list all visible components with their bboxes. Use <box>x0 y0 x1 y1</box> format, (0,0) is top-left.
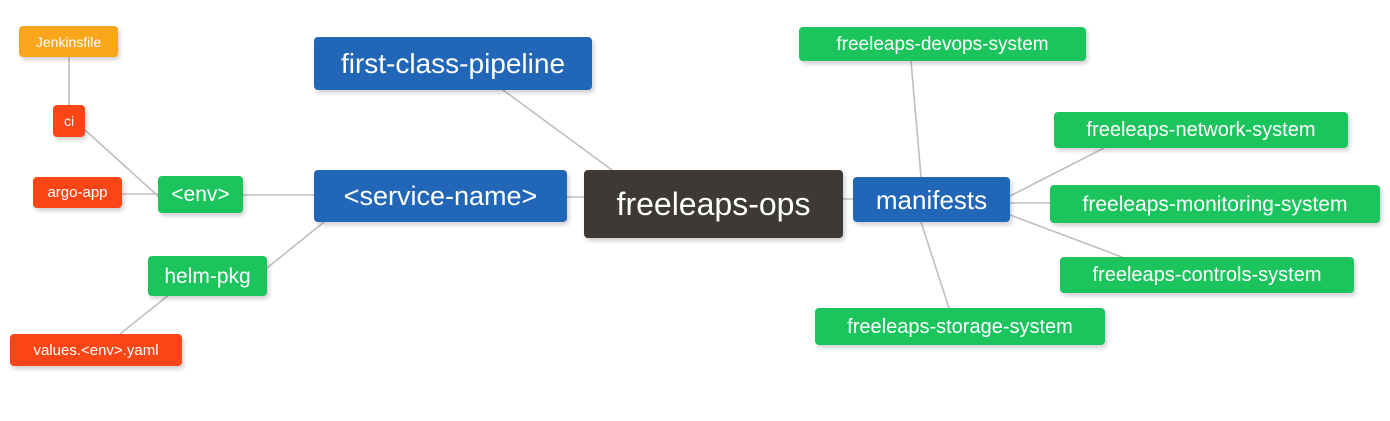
node-env[interactable]: <env> <box>158 176 243 213</box>
node-argo-app[interactable]: argo-app <box>33 177 122 208</box>
node-label: helm-pkg <box>164 264 251 288</box>
node-first-class-pipeline[interactable]: first-class-pipeline <box>314 37 592 90</box>
edge-first-class-pipeline-to-freeleaps-ops <box>502 89 613 171</box>
node-label: freeleaps-devops-system <box>836 33 1049 55</box>
node-ci[interactable]: ci <box>53 105 85 137</box>
node-label: freeleaps-network-system <box>1086 119 1316 141</box>
node-freeleaps-controls-system[interactable]: freeleaps-controls-system <box>1060 257 1354 293</box>
edge-manifests-to-freeleaps-devops-system <box>910 60 922 178</box>
node-label: ci <box>63 113 75 129</box>
node-label: Jenkinsfile <box>35 33 102 50</box>
node-label: first-class-pipeline <box>340 47 566 79</box>
node-freeleaps-devops-system[interactable]: freeleaps-devops-system <box>799 27 1086 61</box>
node-label: freeleaps-controls-system <box>1092 264 1322 286</box>
node-label: argo-app <box>47 184 108 201</box>
node-label: freeleaps-monitoring-system <box>1082 192 1348 216</box>
node-service-name[interactable]: <service-name> <box>314 170 567 222</box>
node-helm-pkg[interactable]: helm-pkg <box>148 256 267 296</box>
edge-service-name-to-helm-pkg <box>266 221 325 269</box>
node-label: <service-name> <box>343 180 538 211</box>
node-freeleaps-storage-system[interactable]: freeleaps-storage-system <box>815 308 1105 345</box>
node-label: <env> <box>171 183 230 206</box>
edge-manifests-to-freeleaps-storage-system <box>920 221 950 309</box>
node-manifests[interactable]: manifests <box>853 177 1010 222</box>
node-label: values.<env>.yaml <box>33 341 159 359</box>
node-freeleaps-monitoring-system[interactable]: freeleaps-monitoring-system <box>1050 185 1380 223</box>
edge-helm-pkg-to-values-env-yaml <box>119 293 171 335</box>
node-freeleaps-network-system[interactable]: freeleaps-network-system <box>1054 112 1348 148</box>
node-label: freeleaps-ops <box>616 186 811 222</box>
node-freeleaps-ops[interactable]: freeleaps-ops <box>584 170 843 238</box>
node-label: manifests <box>875 184 988 215</box>
node-values-env-yaml[interactable]: values.<env>.yaml <box>10 334 182 366</box>
node-jenkinsfile[interactable]: Jenkinsfile <box>19 26 118 57</box>
node-label: freeleaps-storage-system <box>847 315 1073 338</box>
